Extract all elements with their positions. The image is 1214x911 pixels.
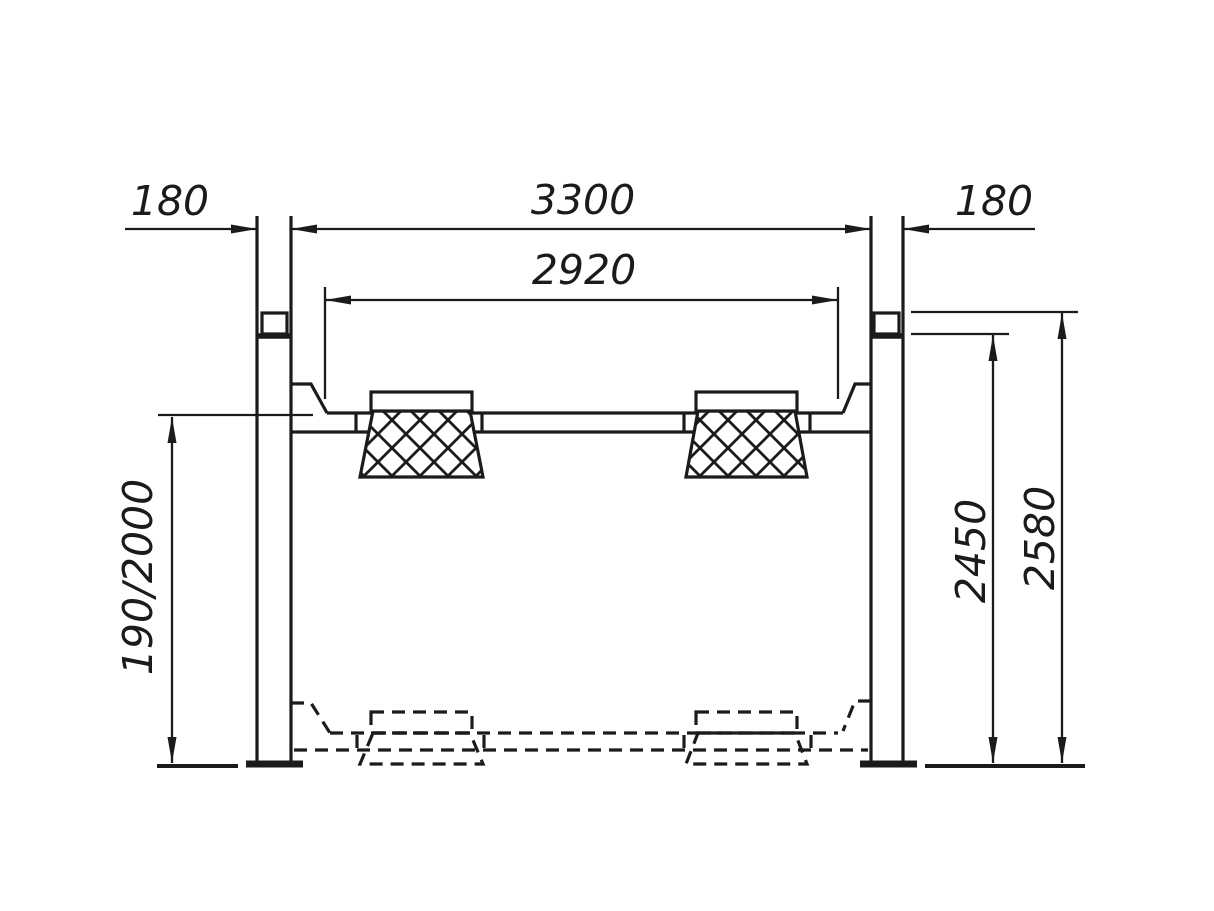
phantom-left-pad [357,731,486,766]
dimension-span-3300: 3300 [291,176,871,234]
dim-label-190-2000: 190/2000 [114,479,162,675]
dim-label-2580: 2580 [1016,486,1064,590]
dim-label-2920: 2920 [532,246,636,294]
left-post-cap-block [260,311,289,336]
right-post [860,216,917,768]
left-pad-top-plate [369,390,474,413]
beam-right-chamfer [841,382,871,414]
phantom-left-chamfer [291,701,332,734]
dimension-height-range: 190/2000 [114,413,313,763]
lowered-position-phantom [291,699,871,766]
dimension-height-2580: 2580 [911,310,1078,763]
dim-label-left-180: 180 [131,177,209,225]
phantom-left-pad-plate [369,710,474,735]
dimension-height-2450: 2450 [911,332,1009,763]
left-lift-pad [358,390,485,479]
phantom-right-pad [683,731,810,766]
phantom-right-chamfer [841,699,871,732]
dimension-span-2920: 2920 [323,246,840,399]
dim-label-3300: 3300 [531,176,635,224]
right-post-cap-block [872,311,901,336]
beam-left-chamfer [291,382,329,414]
left-post [246,216,303,768]
right-pad-top-plate [694,390,799,413]
right-lift-pad [684,390,809,479]
dimension-left-post-width: 180 [125,177,257,234]
dimension-right-post-width: 180 [903,177,1035,234]
dim-label-right-180: 180 [955,177,1033,225]
dim-label-2450: 2450 [947,499,995,603]
phantom-right-pad-plate [694,710,799,735]
